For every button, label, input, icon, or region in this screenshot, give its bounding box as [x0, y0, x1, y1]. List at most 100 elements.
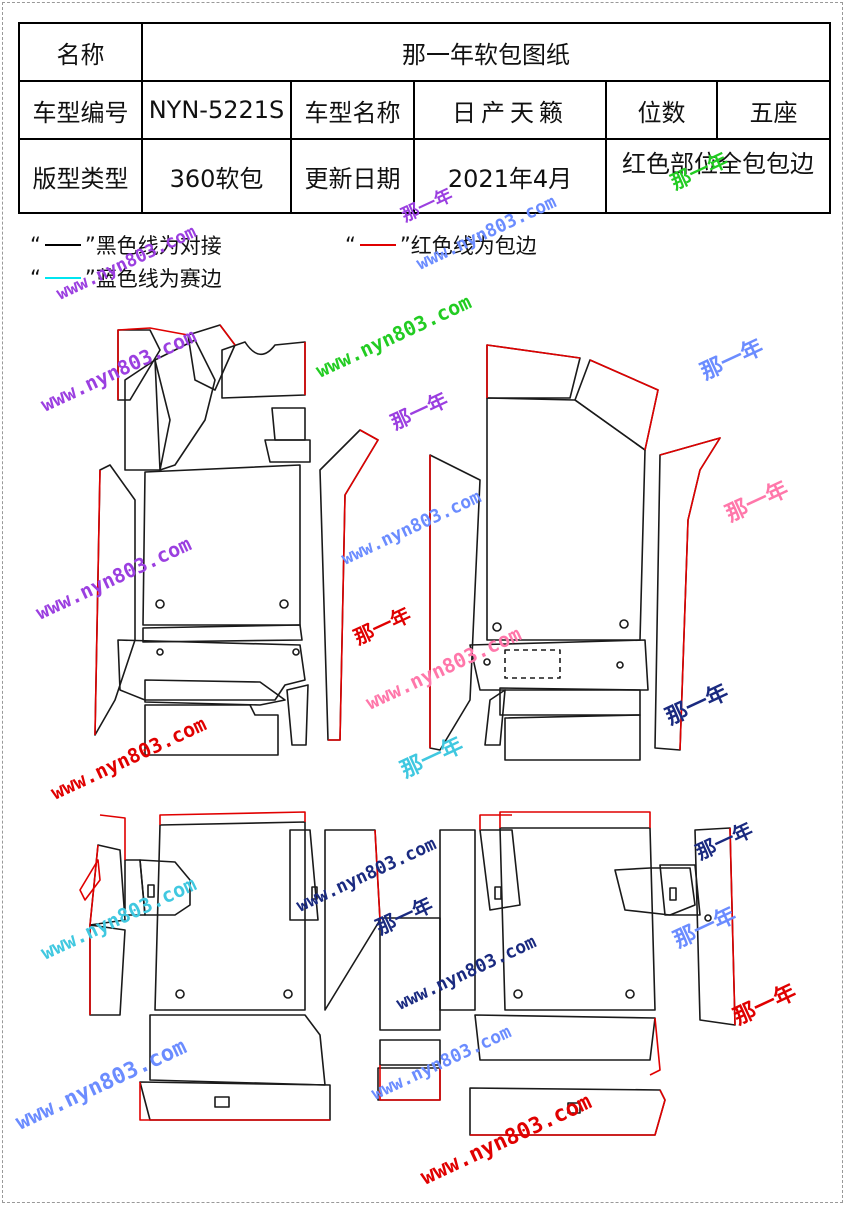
pattern-piece — [469, 639, 649, 691]
binding-edge — [99, 814, 126, 860]
legend-black-text: 黑色线为对接 — [95, 234, 222, 258]
watermark-brand: 那一年 — [398, 184, 456, 227]
binding-edge — [589, 359, 659, 451]
pattern-piece — [474, 1014, 656, 1061]
binding-edge — [479, 814, 512, 830]
binding-edge — [89, 844, 99, 1015]
mount-hole — [283, 989, 293, 999]
mount-hole — [156, 648, 164, 656]
type-label: 版型类型 — [18, 138, 143, 214]
pattern-piece — [117, 639, 306, 701]
model-name-value: 日产天籁 — [413, 80, 607, 140]
tab-slot — [147, 884, 155, 898]
binding-edge — [379, 1065, 441, 1101]
binding-edge — [219, 324, 236, 346]
pattern-piece — [379, 1039, 441, 1066]
mount-hole — [292, 648, 300, 656]
name-value: 那一年软包图纸 — [141, 22, 831, 82]
pattern-piece — [499, 827, 656, 1011]
pattern-piece — [144, 679, 286, 706]
spec-table: 名称 那一年软包图纸 车型编号 NYN-5221S 车型名称 日产天籁 位数 五… — [18, 22, 831, 214]
cyan-line-swatch — [44, 277, 81, 279]
red-line-swatch — [359, 244, 396, 246]
tab-slot — [311, 886, 318, 900]
legend-quote: ” — [399, 233, 411, 257]
pattern-piece — [379, 917, 441, 1031]
mount-hole — [619, 619, 629, 629]
watermark-brand: 那一年 — [697, 334, 768, 385]
mount-hole — [279, 599, 289, 609]
model-number-label: 车型编号 — [18, 80, 143, 140]
seats-label: 位数 — [605, 80, 718, 140]
cutout-outline — [504, 649, 561, 679]
binding-edge — [470, 1089, 666, 1136]
pattern-piece — [271, 407, 306, 441]
pattern-piece — [439, 829, 476, 1011]
legend-quote: ” — [84, 233, 96, 257]
type-value: 360软包 — [141, 138, 292, 214]
pattern-piece — [499, 687, 641, 716]
pattern-piece — [484, 689, 506, 746]
pattern-piece — [187, 324, 236, 391]
watermark-brand: 那一年 — [397, 732, 468, 783]
watermark-brand: 那一年 — [350, 602, 415, 649]
watermark-brand: 那一年 — [670, 902, 741, 953]
mount-hole — [492, 622, 502, 632]
legend-red-text: 红色线为包边 — [410, 234, 537, 258]
watermark-url: www.nyn803.com — [338, 486, 485, 569]
black-line-swatch — [44, 244, 81, 246]
model-name-label: 车型名称 — [290, 80, 415, 140]
pattern-piece — [94, 464, 136, 736]
binding-edge — [729, 827, 736, 1026]
update-value: 2021年4月 — [413, 138, 607, 214]
legend-quote: “ — [345, 233, 356, 257]
mount-hole — [155, 599, 165, 609]
watermark-url: www.nyn803.com — [417, 1089, 596, 1190]
tab-slot — [567, 1102, 581, 1114]
binding-edge — [139, 1082, 330, 1121]
watermark-url: www.nyn803.com — [37, 872, 200, 965]
pattern-piece — [479, 829, 521, 911]
pattern-piece — [144, 704, 279, 756]
binding-edge — [659, 437, 721, 751]
pattern-piece — [286, 684, 309, 746]
pattern-piece — [504, 714, 641, 761]
pattern-piece — [486, 344, 581, 399]
pattern-piece — [124, 859, 146, 916]
legend-quote: ” — [84, 266, 96, 290]
pattern-piece — [142, 624, 303, 643]
binding-edge — [499, 811, 651, 828]
pattern-piece — [324, 829, 381, 1011]
pattern-piece — [149, 1014, 326, 1086]
watermark-url: www.nyn803.com — [53, 221, 200, 304]
binding-edge — [159, 811, 306, 825]
legend-quote: “ — [30, 266, 41, 290]
tab-slot — [494, 886, 502, 900]
mount-hole — [175, 989, 185, 999]
pattern-piece — [139, 1081, 331, 1121]
mount-hole — [616, 661, 624, 669]
name-label: 名称 — [18, 22, 143, 82]
tab-slot — [214, 1096, 230, 1108]
legend-red: “ ”红色线为包边 — [345, 230, 537, 260]
legend-black: “ ”黑色线为对接 — [30, 230, 222, 260]
pattern-piece — [486, 397, 646, 641]
watermark-url: www.nyn803.com — [368, 1021, 515, 1104]
pattern-piece — [154, 821, 306, 1011]
watermark-brand: 那一年 — [667, 147, 732, 194]
binding-edge — [374, 829, 381, 921]
legend-quote: “ — [30, 233, 41, 257]
update-label: 更新日期 — [290, 138, 415, 214]
pattern-piece — [264, 439, 311, 463]
mount-hole — [483, 658, 491, 666]
pattern-piece — [154, 339, 216, 471]
tab-slot — [669, 887, 677, 901]
legend-cyan: “”蓝色线为赛边 — [30, 263, 222, 293]
watermark-brand: 那一年 — [372, 892, 437, 939]
seats-value: 五座 — [716, 80, 831, 140]
watermark-brand: 那一年 — [387, 387, 452, 434]
binding-edge — [328, 429, 379, 741]
edge-note: 红色部位全包包边 — [605, 138, 831, 214]
